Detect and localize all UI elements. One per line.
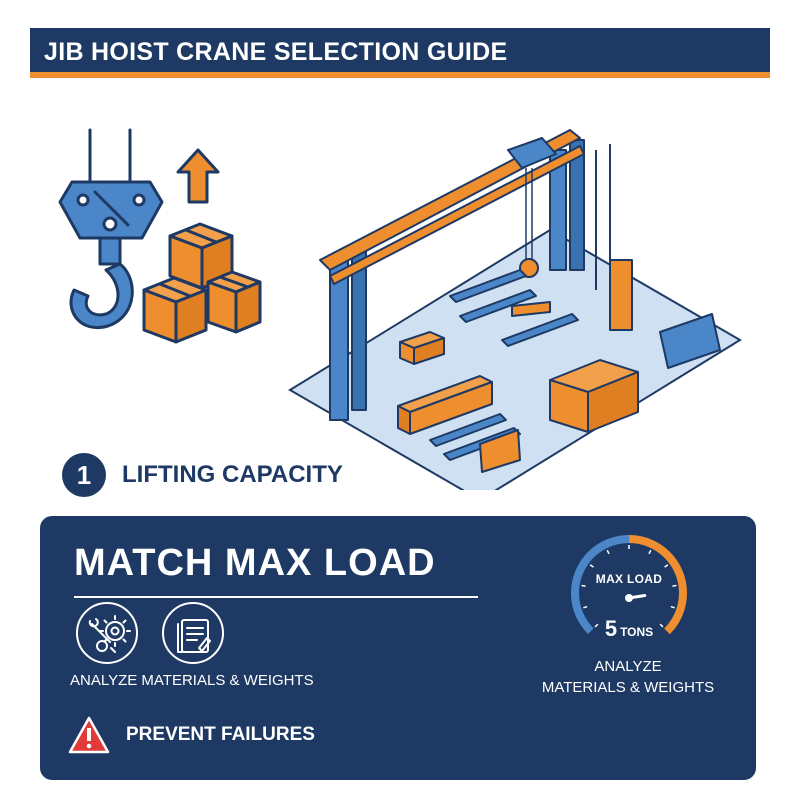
header-banner: JIB HOIST CRANE SELECTION GUIDE [30,28,770,78]
gauge-arc-base [571,535,687,651]
gears-wrench-icon [76,602,138,664]
hook-icon [58,128,164,330]
warning-label: PREVENT FAILURES [126,724,315,745]
panel-divider [74,596,478,598]
gauge-tick [664,564,669,568]
gauge-tick [648,549,652,555]
crates-icon [397,259,639,473]
gauge-arc-fill [571,535,687,651]
gauge-tick [606,549,610,555]
step-label: LIFTING CAPACITY [122,461,343,488]
hook-boxes-illustration [50,120,280,370]
gauge-label: MAX LOAD [595,572,663,586]
warning-row: PREVENT FAILURES [68,716,315,754]
right-caption-line2: MATERIALS & WEIGHTS [541,679,715,696]
gauge-tick [672,584,677,587]
gauge-tick [581,584,586,587]
right-caption: ANALYZE MATERIALS & WEIGHTS [510,656,746,698]
gauge-tick [659,623,664,628]
page-title: JIB HOIST CRANE SELECTION GUIDE [44,38,508,66]
gauge-tick [670,605,675,609]
panel-title: MATCH MAX LOAD [74,542,436,584]
info-panel: MATCH MAX LOAD ANALYZE MATERIALS & WEIGH… [40,516,756,780]
blueprint-icon [162,602,224,664]
warning-icon [68,716,110,754]
gauge-tick [594,623,599,628]
gauge-tick [583,605,588,609]
step-number-badge: 1 [62,453,106,497]
gauge-tick [589,564,594,568]
gauge-value-number: 5 [604,616,618,641]
gauge-needle [625,593,647,602]
boxes-icon [142,222,262,344]
right-caption-line1: ANALYZE [594,658,662,675]
gantry-crane-icon [319,129,611,421]
gauge-value-unit: TONS [620,625,654,639]
step-heading: 1 LIFTING CAPACITY [62,452,343,498]
up-arrow-icon [176,148,220,204]
left-caption: ANALYZE MATERIALS & WEIGHTS [70,672,314,689]
warehouse-crane-illustration [280,110,760,502]
